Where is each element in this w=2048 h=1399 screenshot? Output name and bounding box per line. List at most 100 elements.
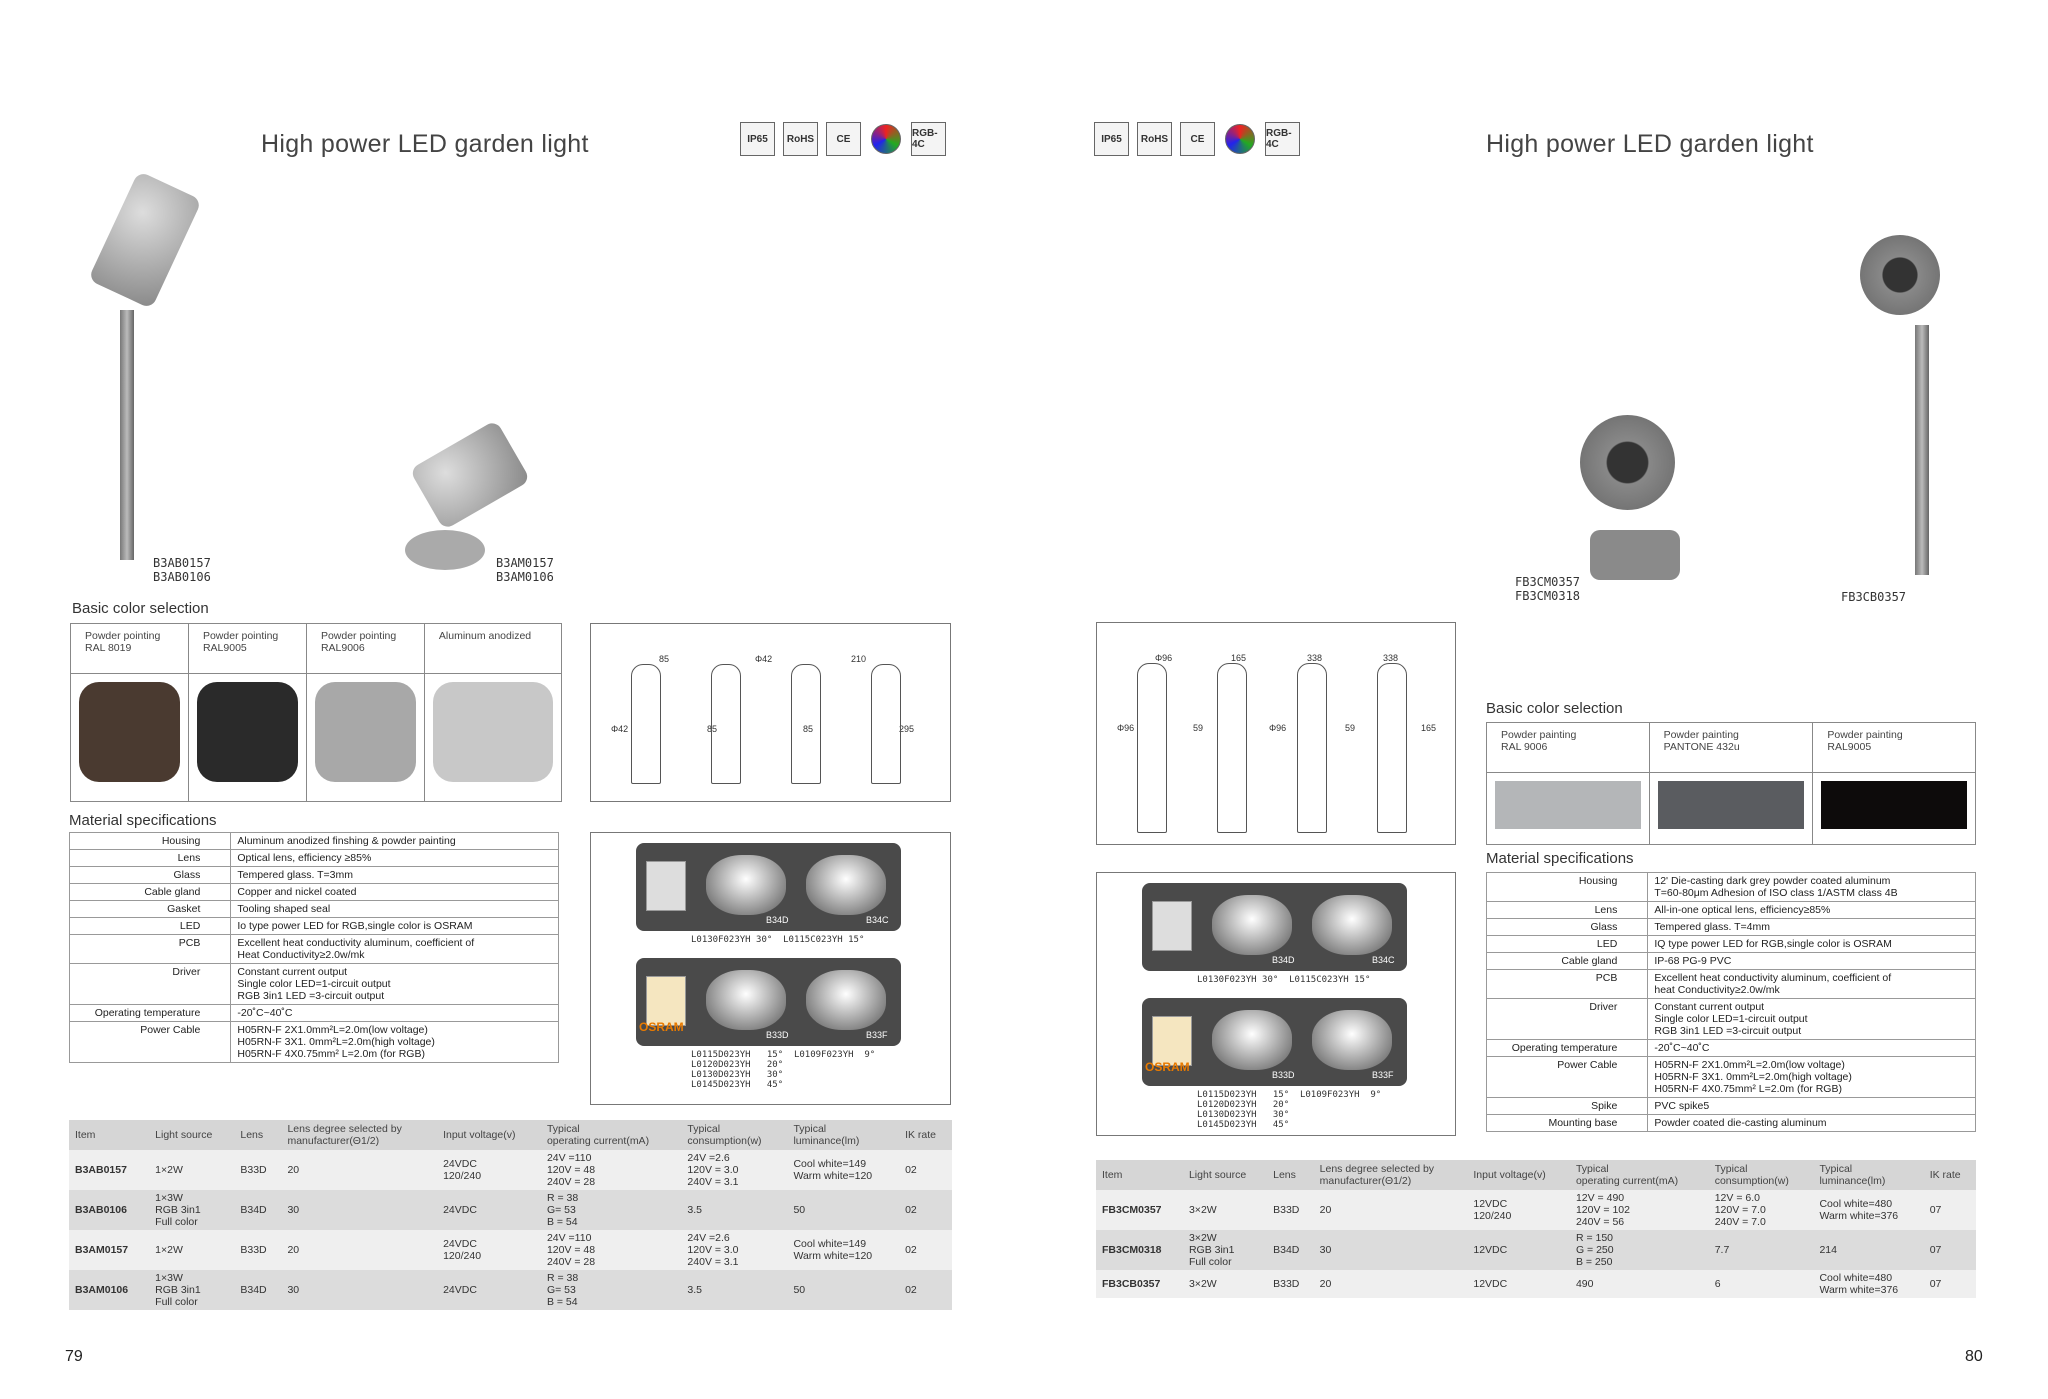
column-header: Typical consumption(w): [1708, 1160, 1814, 1190]
spec-label: PCB: [1485, 969, 1649, 999]
table-cell: 12VDC: [1467, 1230, 1570, 1270]
drawing-outline: [1297, 663, 1327, 833]
spec-label: Spike: [1485, 1097, 1649, 1115]
page-number: 79: [65, 1348, 83, 1365]
lens-code: B34C: [866, 915, 889, 925]
table-cell: 02: [899, 1270, 952, 1310]
table-cell: 24V =110 120V = 48 240V = 28: [540, 1150, 682, 1190]
table-cell: 02: [899, 1150, 952, 1190]
column-header: Lens: [234, 1120, 282, 1150]
column-header: Lens: [1267, 1160, 1314, 1190]
table-cell: Cool white=480 Warm white=376: [1813, 1270, 1924, 1298]
column-header: Lens degree selected by manufacturer(Θ1/…: [281, 1120, 438, 1150]
table-cell: 24VDC 120/240: [437, 1150, 541, 1190]
dimension-label: 210: [851, 654, 867, 664]
column-header: Light source: [1182, 1160, 1268, 1190]
table-cell: 24V =2.6 120V = 3.0 240V = 3.1: [681, 1230, 788, 1270]
led-chip-image: [646, 976, 686, 1026]
table-cell: B34D: [234, 1190, 282, 1230]
spec-value: Tooling shaped seal: [230, 900, 559, 918]
table-cell: 20: [1313, 1190, 1468, 1230]
color-swatch: [423, 673, 563, 802]
rgb-cert-icon: [871, 124, 901, 154]
ce-cert-icon: CE: [826, 122, 861, 156]
lens-caption: L0130F023YH 30° L0115C023YH 15°: [691, 935, 865, 945]
spec-value: IQ type power LED for RGB,single color i…: [1647, 935, 1976, 953]
lens-image: [1212, 895, 1292, 955]
column-header: Input voltage(v): [437, 1120, 541, 1150]
spec-value: Constant current output Single color LED…: [230, 963, 559, 1005]
table-cell: 3.5: [681, 1190, 788, 1230]
table-cell: 24V =2.6 120V = 3.0 240V = 3.1: [681, 1150, 788, 1190]
table-cell: B34D: [234, 1270, 282, 1310]
product-label: FB3CM0357 FB3CM0318: [1515, 575, 1581, 603]
drawing-outline: [791, 664, 821, 784]
drawing-outline: [1137, 663, 1167, 833]
spec-value: H05RN-F 2X1.0mm²L=2.0m(low voltage) H05R…: [230, 1021, 559, 1063]
spec-value: Aluminum anodized finshing & powder pain…: [230, 832, 559, 850]
spec-label: Housing: [1485, 872, 1649, 902]
dimension-label: 85: [707, 724, 718, 734]
table-cell: FB3CM0318: [1096, 1230, 1183, 1270]
table-cell: B33D: [1267, 1270, 1314, 1298]
table-cell: 50: [787, 1190, 900, 1230]
round-spot-light-image: [1570, 410, 1710, 590]
table-cell: B33D: [234, 1230, 282, 1270]
table-cell: R = 38 G= 53 B = 54: [540, 1270, 682, 1310]
lens-image: [706, 970, 786, 1030]
product-label: FB3CB0357: [1841, 590, 1907, 604]
table-cell: 12V = 6.0 120V = 7.0 240V = 7.0: [1708, 1190, 1814, 1230]
spec-label: Mounting base: [1485, 1114, 1649, 1132]
lens-image: [1212, 1010, 1292, 1070]
spec-label: Power Cable: [1485, 1056, 1649, 1098]
table-cell: R = 150 G = 250 B = 250: [1569, 1230, 1709, 1270]
table-cell: Cool white=149 Warm white=120: [787, 1230, 900, 1270]
table-cell: B34D: [1267, 1230, 1314, 1270]
spec-label: LED: [68, 917, 232, 935]
spec-value: IP-68 PG-9 PVC: [1647, 952, 1976, 970]
rohs-cert-icon: RoHS: [783, 122, 818, 156]
led-chip-image: [1152, 1016, 1192, 1066]
color-option-label: Powder painting RAL9005: [1812, 722, 1976, 773]
spec-label: Lens: [68, 849, 232, 867]
color-selection-title: Basic color selection: [1486, 700, 1623, 717]
dimension-label: Φ96: [1269, 723, 1287, 733]
lens-code: B34D: [766, 915, 789, 925]
table-cell: 12VDC 120/240: [1467, 1190, 1570, 1230]
table-cell: 50: [787, 1270, 900, 1310]
osram-logo: OSRAM: [1145, 1060, 1190, 1074]
column-header: Typical operating current(mA): [540, 1120, 682, 1150]
color-swatch: [1486, 772, 1650, 845]
column-header: Typical luminance(lm): [787, 1120, 900, 1150]
column-header: IK rate: [899, 1120, 952, 1150]
spec-label: PCB: [68, 934, 232, 964]
lens-image: [1312, 1010, 1392, 1070]
rgb-4c-cert-icon: RGB-4C: [1265, 122, 1300, 156]
spec-label: Housing: [68, 832, 232, 850]
color-swatch: [305, 673, 425, 802]
lens-code: B34D: [1272, 955, 1295, 965]
table-cell: B3AM0106: [69, 1270, 150, 1310]
dimension-label: 59: [1193, 723, 1204, 733]
spec-label: Gasket: [68, 900, 232, 918]
table-cell: 20: [1313, 1270, 1468, 1298]
table-cell: FB3CB0357: [1096, 1270, 1183, 1298]
table-cell: 20: [281, 1150, 438, 1190]
color-option-label: Powder pointing RAL 8019: [70, 623, 189, 674]
spec-value: Excellent heat conductivity aluminum, co…: [230, 934, 559, 964]
